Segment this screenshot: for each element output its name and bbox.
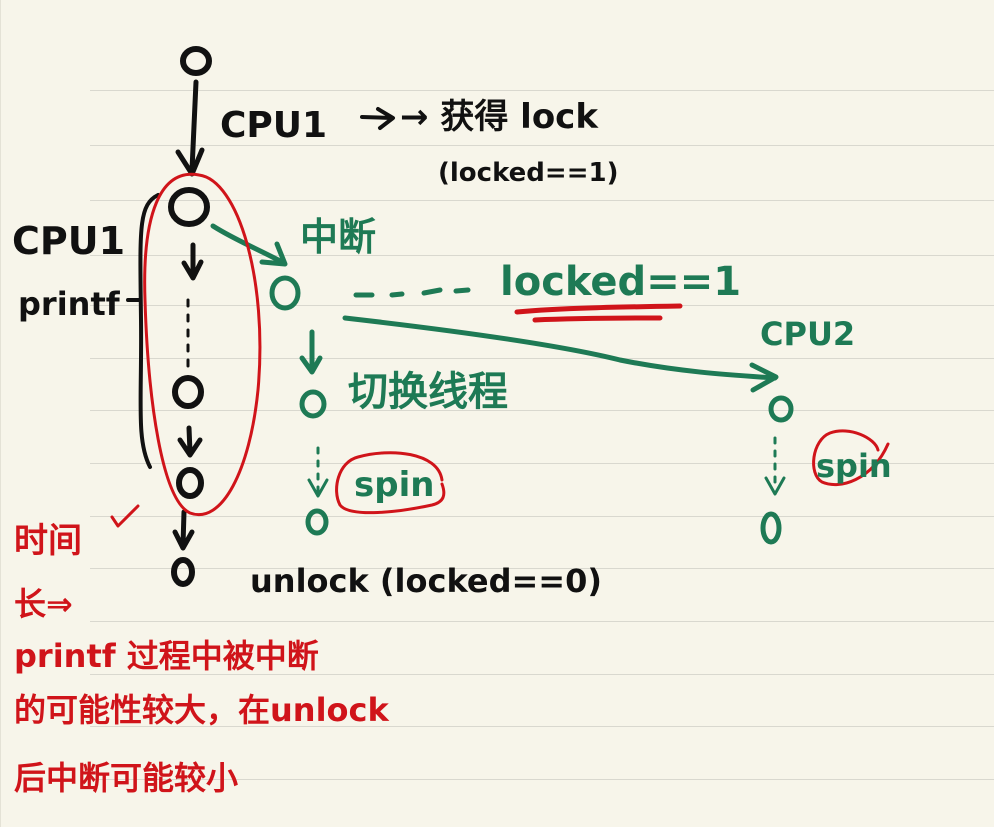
interrupt-locked-note: locked==1 <box>500 259 742 305</box>
cpu1-main-arrow <box>189 79 199 173</box>
switch-thread-node <box>299 389 327 419</box>
printf-brace <box>126 193 160 469</box>
ruled-line <box>90 200 994 201</box>
cpu1-side-label: CPU1 <box>12 219 126 263</box>
annotation-line-5: 后中断可能较小 <box>14 759 239 797</box>
ruled-line <box>90 410 994 411</box>
ruled-line <box>90 145 994 146</box>
locked-dashed-line <box>353 287 471 298</box>
ruled-line <box>90 726 994 727</box>
cpu2-long-arrow <box>342 315 778 381</box>
cpu2-header-label: CPU2 <box>760 315 856 353</box>
interrupt-spin-node <box>305 508 329 536</box>
interrupt-label: 中断 <box>300 215 377 259</box>
ruled-line <box>90 779 994 780</box>
lock-arrow <box>360 107 395 130</box>
cpu1-unlock-node <box>171 557 195 587</box>
cpu2-spin-label: spin <box>816 447 892 485</box>
lock-acquired-label: → 获得 lock <box>400 97 598 137</box>
annotation-line-1: 时间 <box>14 521 82 561</box>
ruled-line <box>90 255 994 256</box>
interrupt-spin-arrowhead <box>307 478 329 498</box>
ruled-line <box>90 90 994 91</box>
locked-one-note: (locked==1) <box>438 158 619 188</box>
ruled-line <box>90 516 994 517</box>
switch-arrow <box>299 329 323 375</box>
cpu2-spin-circle <box>812 429 890 487</box>
cpu2-spin-arrowhead <box>764 476 786 496</box>
page-margin-line <box>0 0 1 827</box>
annotation-line-3: printf 过程中被中断 <box>14 637 319 675</box>
cpu2-node <box>768 395 794 423</box>
interrupt-arrowhead <box>259 241 288 267</box>
cpu1-printf-node <box>172 375 204 409</box>
ruled-line <box>90 568 994 569</box>
annotation-line-4: 的可能性较大，在unlock <box>14 691 389 729</box>
unlock-note: unlock (locked==0) <box>250 562 602 600</box>
switch-thread-label: 切换线程 <box>348 369 508 415</box>
cpu1-header-label: CPU1 <box>220 105 328 146</box>
ruled-line <box>90 463 994 464</box>
interrupt-node <box>269 275 301 311</box>
cpu1-post-printf-node <box>176 467 204 499</box>
ruled-line <box>90 621 994 622</box>
interrupt-spin-label: spin <box>354 465 435 505</box>
cpu1-step-arrow <box>177 425 203 458</box>
cpu1-step-arrow <box>172 509 195 551</box>
cpu1-lock-node <box>168 187 210 227</box>
cpu1-step-arrow <box>181 242 204 281</box>
ruled-line <box>90 358 994 359</box>
ruled-line <box>90 305 994 306</box>
interrupt-spin-circle <box>335 451 446 515</box>
red-check-mark <box>110 504 140 528</box>
printf-side-label: printf <box>18 285 120 323</box>
cpu2-arrowhead <box>749 362 779 393</box>
cpu2-spin-node <box>760 511 782 545</box>
ruled-line <box>90 674 994 675</box>
locked-underline <box>514 303 683 323</box>
printf-circle <box>143 172 262 517</box>
annotation-line-2: 长⇒ <box>14 585 73 623</box>
cpu1-start-node <box>180 46 212 76</box>
